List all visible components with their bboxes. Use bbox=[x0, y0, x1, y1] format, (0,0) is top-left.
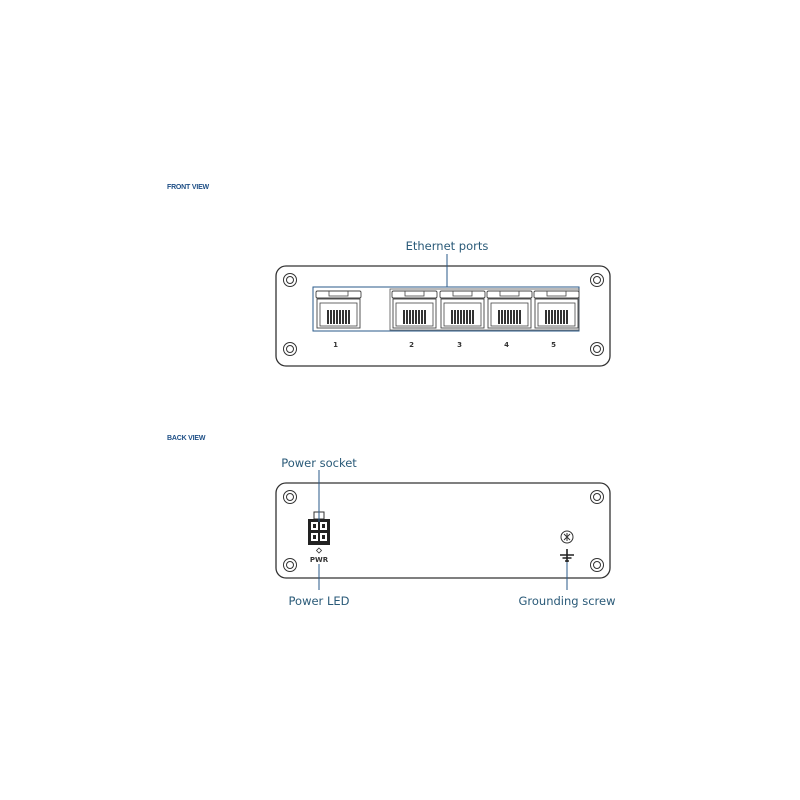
ground-symbol-icon bbox=[560, 549, 574, 562]
screw-icon bbox=[283, 558, 297, 572]
screw-icon bbox=[283, 273, 297, 287]
grounding-screw-icon bbox=[560, 530, 574, 544]
ethernet-ports-2-5-frame bbox=[389, 288, 580, 331]
ethernet-port-2 bbox=[391, 290, 438, 329]
screw-icon bbox=[590, 273, 604, 287]
back-panel-body bbox=[275, 482, 611, 579]
power-led-icon bbox=[315, 547, 323, 554]
power-led-callout: Power LED bbox=[289, 594, 350, 608]
front-view-title: FRONT VIEW bbox=[167, 184, 210, 191]
back-view-title: BACK VIEW bbox=[167, 435, 206, 442]
port-number-label: 1 bbox=[333, 341, 338, 349]
ethernet-port-5 bbox=[533, 290, 580, 329]
grounding-screw-callout: Grounding screw bbox=[518, 594, 615, 608]
port-number-label: 2 bbox=[409, 341, 414, 349]
ethernet-port-1 bbox=[315, 290, 362, 329]
pwr-label: PWR bbox=[310, 556, 329, 564]
back-panel: PWR Power socket Power LED Grounding scr… bbox=[275, 456, 616, 608]
ethernet-port-4 bbox=[486, 290, 533, 329]
ethernet-ports-callout: Ethernet ports bbox=[406, 239, 489, 253]
ethernet-port-3 bbox=[439, 290, 486, 329]
port-number-label: 4 bbox=[504, 341, 509, 349]
front-panel: Ethernet ports 1 2 3 4 5 bbox=[275, 239, 611, 367]
screw-icon bbox=[590, 342, 604, 356]
port-number-label: 3 bbox=[457, 341, 462, 349]
screw-icon bbox=[590, 558, 604, 572]
port-number-label: 5 bbox=[551, 341, 556, 349]
screw-icon bbox=[283, 490, 297, 504]
screw-icon bbox=[283, 342, 297, 356]
power-socket-callout: Power socket bbox=[281, 456, 357, 470]
screw-icon bbox=[590, 490, 604, 504]
